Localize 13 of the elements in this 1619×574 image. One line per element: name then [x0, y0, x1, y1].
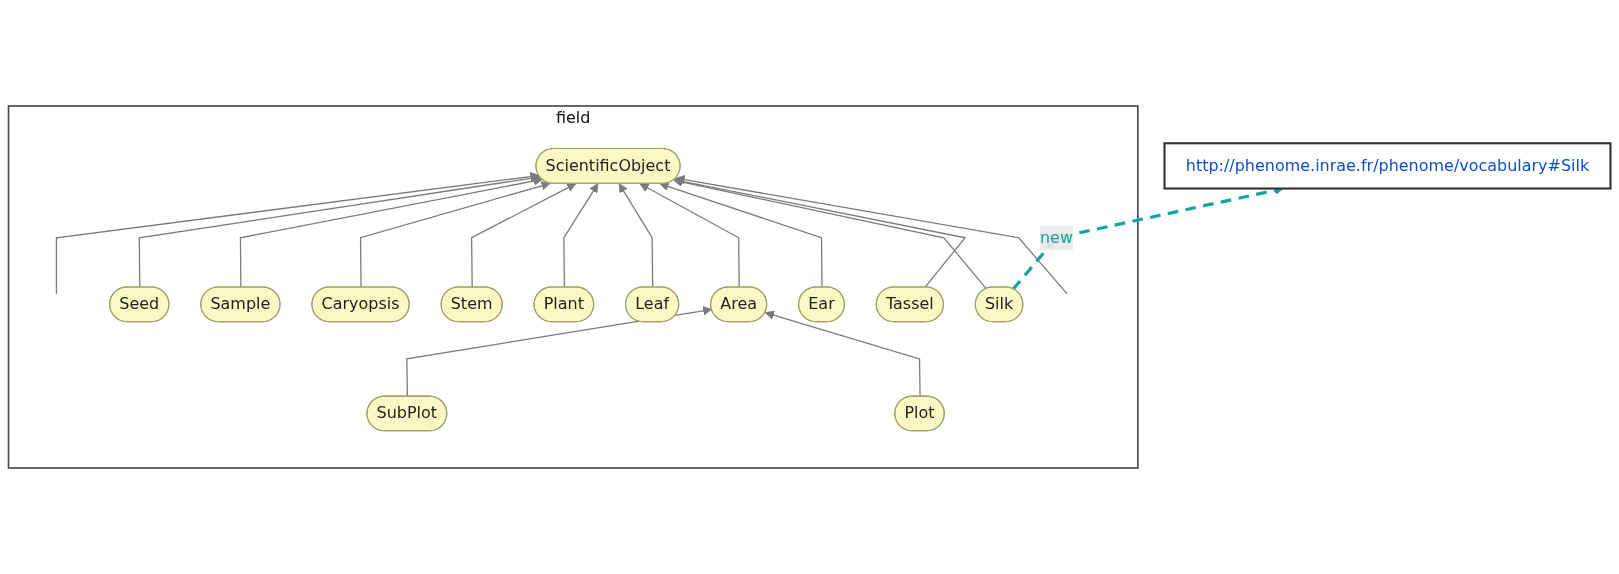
arrow [359, 181, 551, 289]
arrow [639, 183, 740, 289]
arrow [659, 181, 823, 289]
arrow [55, 171, 540, 295]
arrow [764, 310, 921, 398]
arrow [406, 306, 713, 398]
arrow [563, 183, 599, 289]
arrow [471, 183, 577, 289]
arrow [239, 176, 543, 289]
edge-label: new [1039, 227, 1074, 248]
arrow [618, 183, 654, 289]
arrow [675, 175, 1068, 295]
node-box: http://phenome.inrae.fr/phenome/vocabulary#Silk [1163, 142, 1612, 190]
